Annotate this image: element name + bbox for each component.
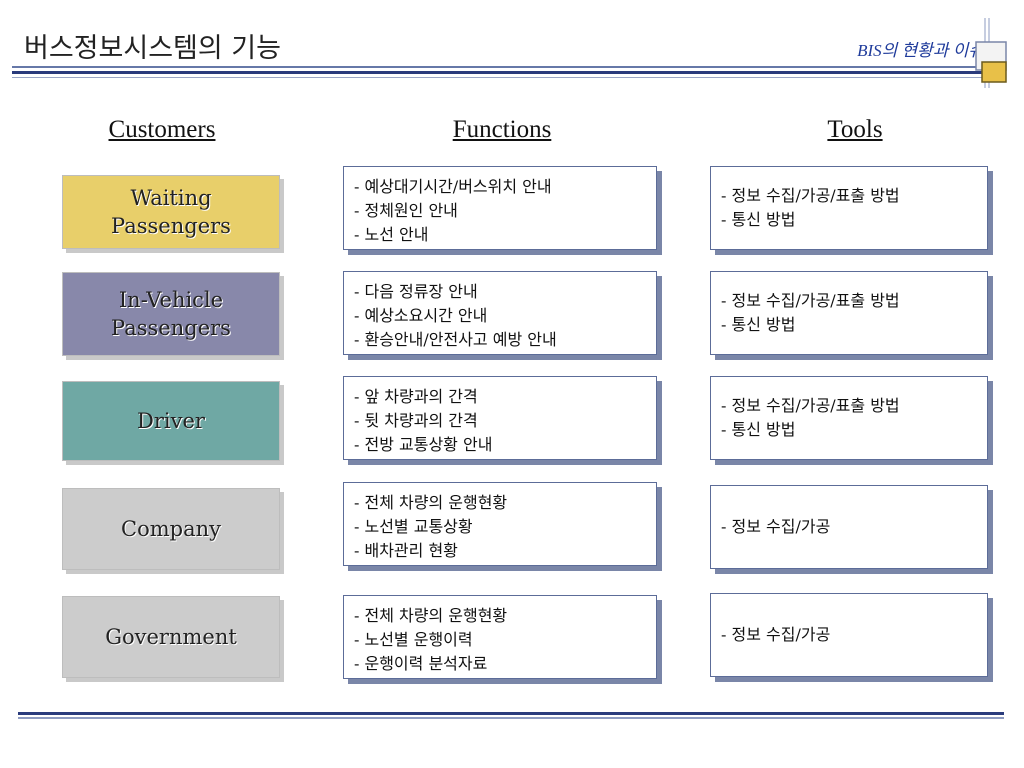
function-item: - 환승안내/안전사고 예방 안내 bbox=[354, 330, 557, 349]
function-item: - 노선 안내 bbox=[354, 225, 429, 244]
tool-item: - 정보 수집/가공 bbox=[721, 625, 831, 644]
functions-box: - 다음 정류장 안내 - 예상소요시간 안내 - 환승안내/안전사고 예방 안… bbox=[343, 271, 657, 355]
page-subtitle: BIS의 현황과 이슈 bbox=[857, 41, 984, 60]
function-item: - 앞 차량과의 간격 bbox=[354, 387, 478, 406]
column-header-functions: Functions bbox=[452, 116, 552, 143]
function-item: - 노선별 운행이력 bbox=[354, 630, 473, 649]
functions-box: - 전체 차량의 운행현황 - 노선별 운행이력 - 운행이력 분석자료 bbox=[343, 595, 657, 679]
customer-driver: Driver bbox=[62, 381, 280, 461]
function-item: - 전체 차량의 운행현황 bbox=[354, 606, 508, 625]
function-item: - 정체원인 안내 bbox=[354, 201, 458, 220]
function-item: - 예상소요시간 안내 bbox=[354, 306, 488, 325]
page-title: 버스정보시스템의 기능 bbox=[24, 33, 281, 64]
customer-label-line: In-Vehicle bbox=[118, 288, 224, 312]
tool-item: - 정보 수집/가공/표출 방법 bbox=[721, 291, 900, 310]
tools-box: - 정보 수집/가공/표출 방법 - 통신 방법 bbox=[710, 166, 988, 250]
customer-label-line: Passengers bbox=[111, 214, 231, 238]
header-divider bbox=[12, 66, 997, 68]
function-item: - 운행이력 분석자료 bbox=[354, 654, 488, 673]
customer-label-line: Driver bbox=[137, 409, 205, 433]
functions-box: - 예상대기시간/버스위치 안내 - 정체원인 안내 - 노선 안내 bbox=[343, 166, 657, 250]
tool-item: - 정보 수집/가공/표출 방법 bbox=[721, 396, 900, 415]
tools-box: - 정보 수집/가공/표출 방법 - 통신 방법 bbox=[710, 376, 988, 460]
tool-item: - 통신 방법 bbox=[721, 420, 796, 439]
customer-company: Company bbox=[62, 488, 280, 570]
customer-label-line: Government bbox=[105, 625, 237, 649]
customer-waiting-passengers: Waiting Passengers bbox=[62, 175, 280, 249]
column-header-tools: Tools bbox=[827, 116, 883, 143]
column-header-customers: Customers bbox=[108, 116, 216, 143]
tool-item: - 정보 수집/가공/표출 방법 bbox=[721, 186, 900, 205]
header-divider bbox=[12, 71, 997, 74]
tool-item: - 정보 수집/가공 bbox=[721, 517, 831, 536]
tool-item: - 통신 방법 bbox=[721, 210, 796, 229]
function-item: - 뒷 차량과의 간격 bbox=[354, 411, 478, 430]
function-item: - 배차관리 현황 bbox=[354, 541, 458, 560]
tools-box: - 정보 수집/가공/표출 방법 - 통신 방법 bbox=[710, 271, 988, 355]
customer-label-line: Waiting bbox=[130, 186, 212, 210]
tool-item: - 통신 방법 bbox=[721, 315, 796, 334]
functions-box: - 앞 차량과의 간격 - 뒷 차량과의 간격 - 전방 교통상황 안내 bbox=[343, 376, 657, 460]
customer-government: Government bbox=[62, 596, 280, 678]
function-item: - 다음 정류장 안내 bbox=[354, 282, 478, 301]
header-divider bbox=[12, 77, 997, 78]
footer-divider bbox=[18, 717, 1004, 719]
corner-decoration-icon bbox=[975, 18, 1007, 88]
function-item: - 전체 차량의 운행현황 bbox=[354, 493, 508, 512]
functions-box: - 전체 차량의 운행현황 - 노선별 교통상황 - 배차관리 현황 bbox=[343, 482, 657, 566]
tools-box: - 정보 수집/가공 bbox=[710, 593, 988, 677]
tools-box: - 정보 수집/가공 bbox=[710, 485, 988, 569]
customer-in-vehicle-passengers: In-Vehicle Passengers bbox=[62, 272, 280, 356]
customer-label-line: Passengers bbox=[111, 316, 231, 340]
function-item: - 예상대기시간/버스위치 안내 bbox=[354, 177, 552, 196]
function-item: - 전방 교통상황 안내 bbox=[354, 435, 493, 454]
customer-label-line: Company bbox=[121, 517, 221, 541]
function-item: - 노선별 교통상황 bbox=[354, 517, 473, 536]
footer-divider bbox=[18, 712, 1004, 715]
